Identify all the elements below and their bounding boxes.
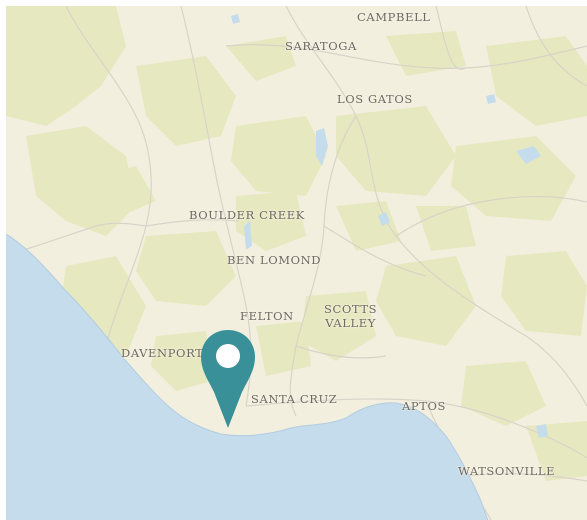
lakes — [231, 14, 548, 438]
label-campbell: CAMPBELL — [357, 10, 431, 24]
label-scotts-valley: SCOTTS VALLEY — [324, 302, 377, 330]
label-los-gatos: LOS GATOS — [337, 92, 413, 106]
coastline — [6, 233, 489, 520]
map-view[interactable]: CAMPBELL SARATOGA LOS GATOS BOULDER CREE… — [6, 6, 587, 520]
label-felton: FELTON — [240, 309, 294, 323]
label-ben-lomond: BEN LOMOND — [227, 253, 322, 267]
label-watsonville: WATSONVILLE — [458, 464, 556, 478]
map-pin-icon[interactable] — [198, 328, 258, 430]
map-base — [6, 6, 587, 520]
label-aptos: APTOS — [402, 399, 447, 413]
vegetation-areas — [6, 6, 587, 481]
label-scotts-valley-line2: VALLEY — [325, 316, 376, 330]
label-saratoga: SARATOGA — [285, 39, 357, 53]
ocean — [6, 234, 488, 520]
label-boulder-creek: BOULDER CREEK — [189, 208, 305, 222]
label-scotts-valley-line1: SCOTTS — [324, 302, 378, 316]
label-davenport: DAVENPORT — [121, 346, 204, 360]
label-santa-cruz: SANTA CRUZ — [251, 392, 338, 406]
